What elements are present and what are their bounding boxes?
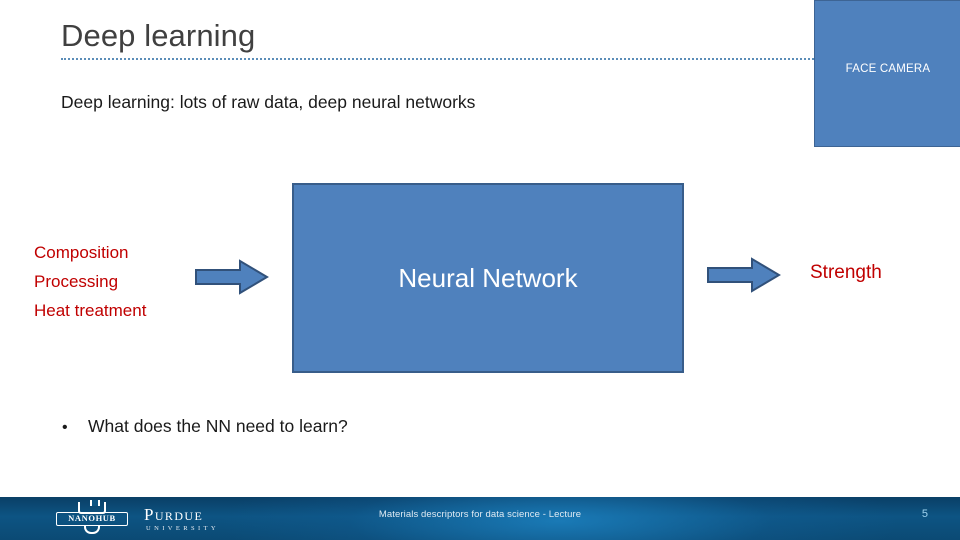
list-item: Heat treatment: [34, 301, 147, 320]
face-camera-placeholder: FACE CAMERA: [814, 0, 960, 147]
purdue-subtitle: UNIVERSITY: [146, 524, 219, 532]
title-divider: [61, 58, 814, 60]
slide-footer: NANOHUB Purdue UNIVERSITY Materials desc…: [0, 497, 960, 540]
output-property-label: Strength: [810, 262, 882, 283]
bullet-list-item: • What does the NN need to learn?: [62, 414, 348, 440]
nanohub-u-mark-icon: [78, 500, 106, 514]
nanohub-wordmark: NANOHUB: [56, 512, 128, 526]
bullet-marker-icon: •: [62, 419, 68, 436]
purdue-wordmark: Purdue: [144, 504, 204, 524]
page-title: Deep learning: [61, 18, 256, 53]
neural-network-box: Neural Network: [292, 183, 684, 373]
footer-logo-group: NANOHUB Purdue UNIVERSITY: [56, 500, 219, 534]
right-arrow-icon: [195, 259, 269, 295]
bullet-text: What does the NN need to learn?: [88, 416, 348, 436]
neural-network-label: Neural Network: [398, 263, 578, 293]
list-item: Composition: [34, 243, 129, 262]
list-item: Processing: [34, 272, 119, 291]
intro-text: Deep learning: lots of raw data, deep ne…: [61, 92, 476, 112]
face-camera-label: FACE CAMERA: [845, 63, 931, 75]
right-arrow-icon: [707, 257, 781, 293]
nanohub-logo: NANOHUB: [56, 500, 128, 534]
slide-number: 5: [921, 508, 928, 520]
input-descriptor-list: Composition Processing Heat treatment: [34, 238, 146, 325]
purdue-logo: Purdue UNIVERSITY: [144, 504, 219, 533]
nanohub-u-base-icon: [84, 525, 100, 534]
footer-lecture-title: Materials descriptors for data science -…: [378, 509, 582, 520]
